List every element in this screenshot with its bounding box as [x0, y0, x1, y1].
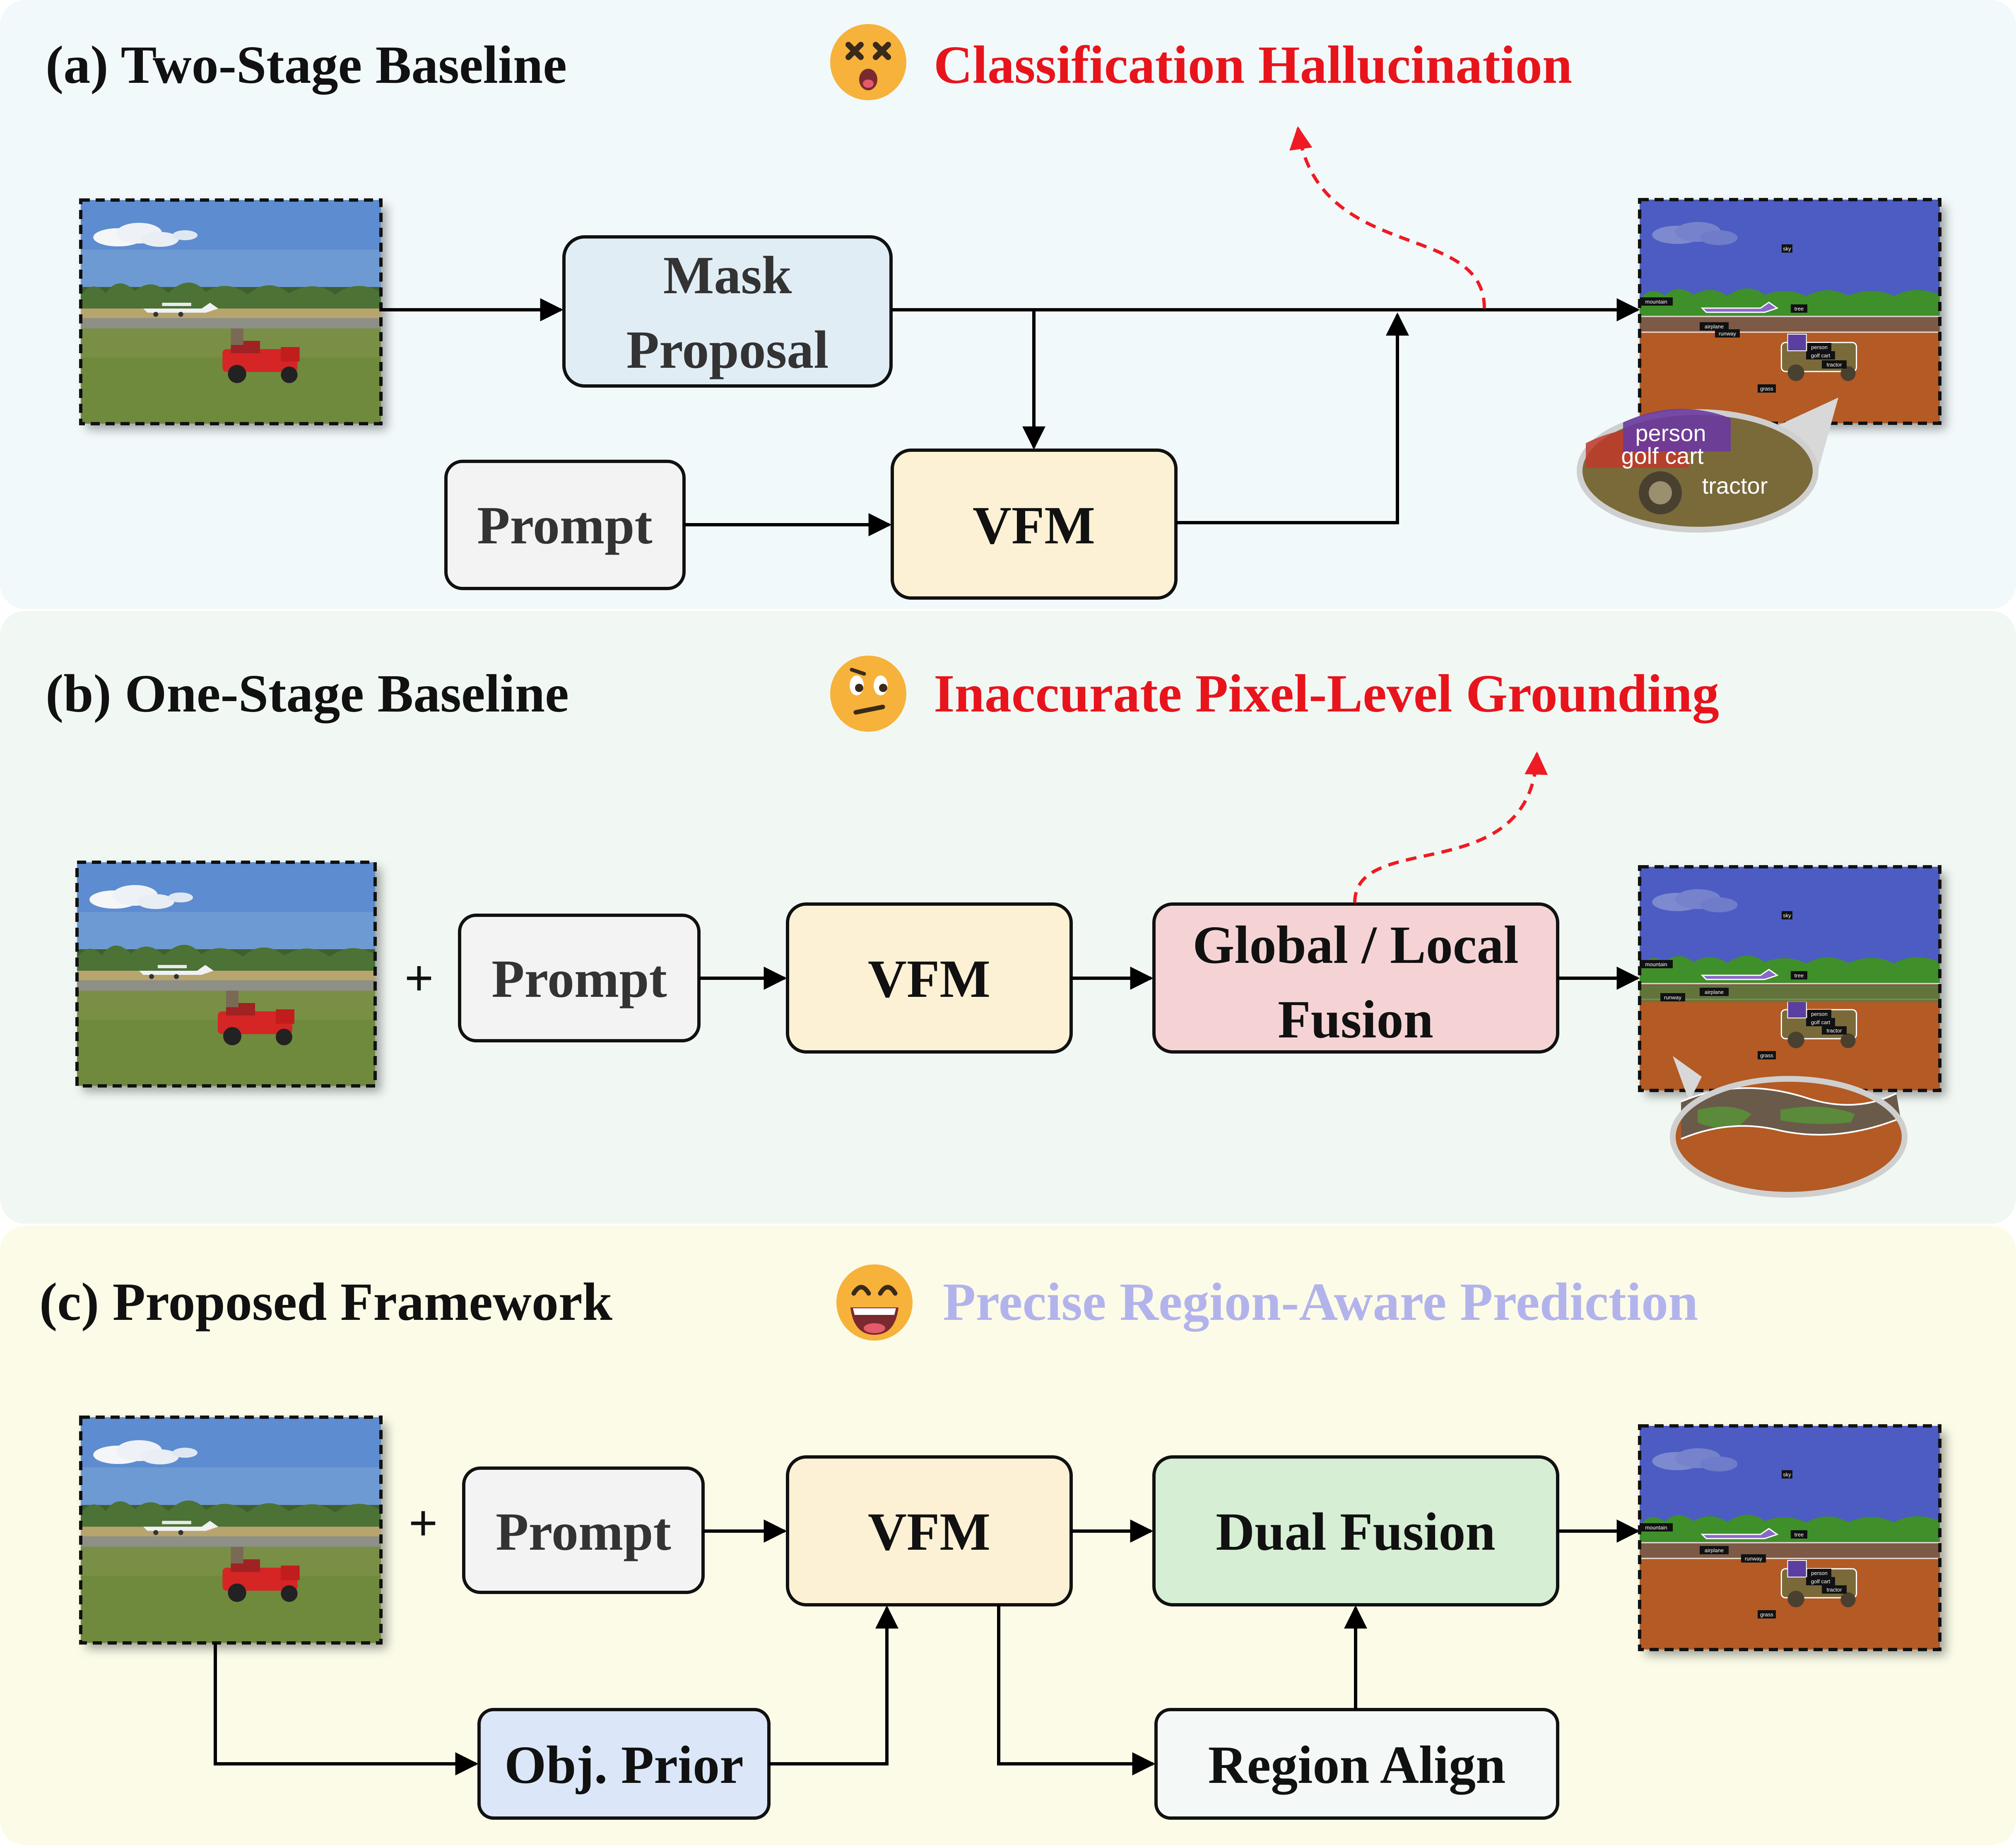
- panel-c-vfm-label: VFM: [868, 1502, 990, 1562]
- seg-label-mountain-b: mountain: [1645, 961, 1667, 967]
- panel-b-zoom-bubble: [1670, 1056, 1908, 1198]
- panel-c-plus-sign: +: [409, 1495, 438, 1551]
- zoom-label-golf-cart: golf cart: [1621, 443, 1704, 469]
- mask-proposal-label-line2: Proposal: [626, 320, 829, 380]
- panel-b-output-image: [1638, 865, 1941, 1092]
- panel-a-prompt-label: Prompt: [477, 496, 653, 555]
- panel-a-input-image: [79, 198, 383, 425]
- seg-label-tractor-c: tractor: [1827, 1587, 1843, 1593]
- seg-label-golf-cart-b: golf cart: [1811, 1019, 1831, 1025]
- seg-label-mountain-c: mountain: [1645, 1524, 1667, 1531]
- panel-a-arrows: [381, 298, 1640, 536]
- panel-a-title: (a) Two-Stage Baseline: [46, 35, 567, 95]
- seg-label-tractor-b: tractor: [1827, 1027, 1843, 1034]
- seg-label-runway: runway: [1719, 330, 1736, 337]
- panel-c-title: (c) Proposed Framework: [39, 1272, 613, 1332]
- seg-label-sky: sky: [1783, 246, 1791, 252]
- panel-b-title: (b) One-Stage Baseline: [46, 664, 569, 724]
- panel-a-zoom-bubble: person golf cart tractor: [1577, 398, 1838, 533]
- panel-a-output-image: [1638, 198, 1941, 425]
- seg-label-grass-c: grass: [1760, 1611, 1773, 1618]
- seg-label-tree: tree: [1794, 306, 1804, 312]
- global-local-fusion-label-line1: Global / Local: [1192, 915, 1518, 975]
- seg-label-airplane-c: airplane: [1705, 1547, 1724, 1553]
- region-align-label: Region Align: [1208, 1735, 1506, 1795]
- seg-label-tree-b: tree: [1794, 972, 1804, 979]
- seg-label-airplane-b: airplane: [1705, 989, 1724, 995]
- mask-proposal-label-line1: Mask: [663, 246, 792, 305]
- grinning-face-icon: [836, 1264, 913, 1341]
- seg-label-person: person: [1811, 344, 1828, 350]
- panel-a-seg-labels: sky mountain airplane tree runway person…: [1640, 244, 1847, 393]
- seg-label-runway-c: runway: [1745, 1556, 1762, 1562]
- panel-a-vfm-label: VFM: [973, 496, 1095, 555]
- seg-label-sky-c: sky: [1783, 1471, 1791, 1478]
- seg-label-golf-cart-c: golf cart: [1811, 1578, 1831, 1585]
- panel-c-status: Precise Region-Aware Prediction: [943, 1272, 1698, 1332]
- seg-label-runway-b: runway: [1664, 994, 1681, 1001]
- seg-label-golf-cart: golf cart: [1811, 352, 1831, 359]
- panel-c-prompt-label: Prompt: [496, 1502, 671, 1562]
- zoom-label-tractor: tractor: [1702, 473, 1768, 499]
- seg-label-tree-c: tree: [1794, 1531, 1804, 1538]
- zoom-label-person: person: [1635, 420, 1706, 446]
- seg-label-airplane: airplane: [1705, 323, 1724, 330]
- seg-label-sky-b: sky: [1783, 912, 1791, 919]
- dizzy-face-icon: [830, 24, 906, 100]
- panel-c-input-image: [79, 1416, 383, 1645]
- seg-label-grass-b: grass: [1760, 1052, 1773, 1059]
- obj-prior-label: Obj. Prior: [504, 1735, 744, 1795]
- seg-label-person-b: person: [1811, 1011, 1828, 1017]
- global-local-fusion-label-line2: Fusion: [1278, 990, 1433, 1049]
- panel-c-arrows: [214, 1519, 1640, 1775]
- seg-label-mountain: mountain: [1645, 299, 1667, 305]
- panel-c-output-image: [1638, 1424, 1941, 1651]
- seg-label-grass: grass: [1760, 386, 1773, 392]
- panel-b-prompt-label: Prompt: [491, 949, 667, 1009]
- dual-fusion-label: Dual Fusion: [1216, 1502, 1496, 1562]
- panel-c-seg-labels: sky mountain airplane tree runway person…: [1640, 1470, 1847, 1618]
- panel-a-background: [0, 0, 2016, 609]
- panel-a-status: Classification Hallucination: [934, 35, 1572, 95]
- panel-b-input-image: [75, 861, 377, 1088]
- panel-a-dashed-arrow: [1289, 126, 1486, 309]
- panel-b-seg-labels: sky mountain airplane tree runway person…: [1640, 911, 1847, 1059]
- confused-face-icon: [830, 656, 906, 732]
- seg-label-tractor: tractor: [1827, 362, 1843, 368]
- panel-b-dashed-arrow: [1353, 751, 1548, 903]
- panel-b-status: Inaccurate Pixel-Level Grounding: [934, 664, 1719, 724]
- seg-label-person-c: person: [1811, 1570, 1828, 1576]
- panel-b-plus-sign: +: [405, 950, 434, 1006]
- panel-b-vfm-label: VFM: [868, 949, 990, 1009]
